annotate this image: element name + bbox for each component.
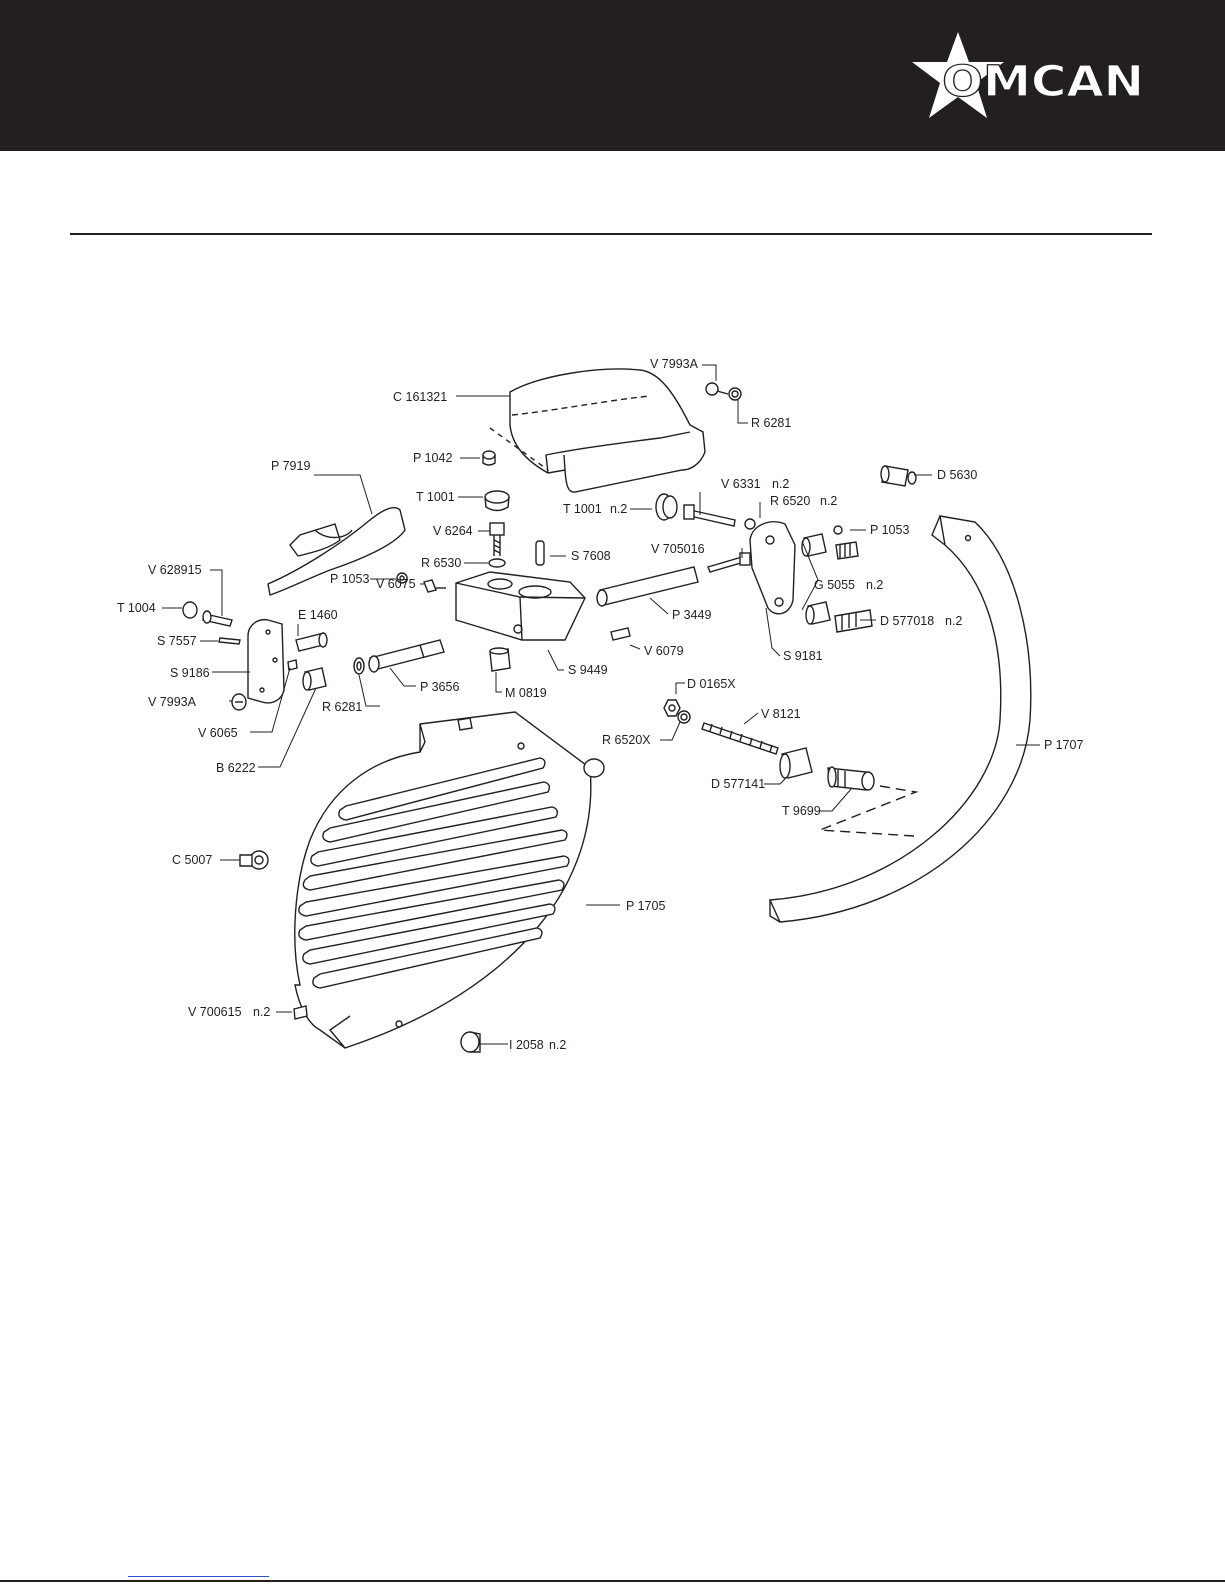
part-ring-r6281 [353, 657, 365, 675]
part-v6075 [423, 579, 446, 593]
footer-rule [0, 1580, 1225, 1582]
label-v6075: V 6075 [376, 577, 416, 591]
part-t9699 [819, 766, 919, 837]
footer-link-underline[interactable] [128, 1576, 269, 1577]
label-b6222: B 6222 [216, 761, 256, 775]
label-p1707: P 1707 [1044, 738, 1083, 752]
label-p1042: P 1042 [413, 451, 452, 465]
part-pin-s7608 [535, 540, 545, 566]
label-e1460: E 1460 [298, 608, 338, 622]
part-shaft-p3449 [596, 566, 699, 607]
label-s7608: S 7608 [571, 549, 611, 563]
part-screw-top-guard [457, 717, 605, 778]
label-v700615-qty: n.2 [253, 1005, 270, 1019]
part-cover [489, 368, 706, 493]
label-r6281-left: R 6281 [322, 700, 362, 714]
title-rule [70, 233, 1152, 235]
label-p3656: P 3656 [420, 680, 459, 694]
label-c161321: C 161321 [393, 390, 447, 404]
label-s9449: S 9449 [568, 663, 608, 677]
part-block-s9449 [455, 571, 586, 641]
label-m0819: M 0819 [505, 686, 547, 700]
label-t9699: T 9699 [782, 804, 821, 818]
label-r6281-top: R 6281 [751, 416, 791, 430]
logo-wordmark: OMCAN [942, 57, 1144, 107]
label-i2058: I 2058 [509, 1038, 544, 1052]
label-v6079: V 6079 [644, 644, 684, 658]
part-c5007 [239, 850, 269, 870]
part-d5630 [880, 465, 917, 487]
label-t1004: T 1004 [117, 601, 156, 615]
omcan-logo: OMCAN [912, 32, 1145, 118]
part-plate-s9186 [247, 618, 285, 704]
part-v705016 [707, 552, 751, 573]
part-handle-p7919 [267, 507, 406, 596]
part-knob-t1001 [484, 490, 510, 512]
label-d577018: D 577018 [880, 614, 934, 628]
label-v628915: V 628915 [148, 563, 202, 577]
part-v700615 [293, 1005, 308, 1020]
label-p3449: P 3449 [672, 608, 711, 622]
label-r6520x: R 6520X [602, 733, 651, 747]
label-g5055: G 5055 [814, 578, 855, 592]
label-s9181: S 9181 [783, 649, 823, 663]
part-shaft-p3656 [368, 639, 445, 673]
part-bolt-v6331 [655, 493, 756, 530]
label-d577141: D 577141 [711, 777, 765, 791]
label-v8121: V 8121 [761, 707, 801, 721]
label-g5055-qty: n.2 [866, 578, 883, 592]
label-t1001-center: T 1001 [416, 490, 455, 504]
label-p1053-left: P 1053 [330, 572, 369, 586]
label-v6331: V 6331 [721, 477, 761, 491]
part-rod-v8121 [701, 722, 779, 755]
guard-slots [298, 757, 570, 989]
part-plug-p1042 [482, 450, 496, 466]
label-v7993a-left: V 7993A [148, 695, 197, 709]
label-p7919: P 7919 [271, 459, 310, 473]
label-s9186: S 9186 [170, 666, 210, 680]
part-screw-washer-top [705, 382, 742, 401]
leader-lines [162, 364, 1040, 1045]
part-bolt-v6264 [489, 522, 505, 556]
part-screw-v7993a-left [231, 693, 247, 711]
header-bar: OMCAN [0, 0, 1225, 151]
label-v705016: V 705016 [651, 542, 705, 556]
label-v7993a-top: V 7993A [650, 357, 699, 371]
part-i2058 [460, 1031, 481, 1053]
part-plate-s9181 [749, 521, 796, 615]
label-p1705: P 1705 [626, 899, 665, 913]
part-guard-p1705 [294, 711, 592, 1049]
part-pin-s7557 [218, 637, 241, 645]
label-t1001-right-qty: n.2 [610, 502, 627, 516]
label-r6520-qty: n.2 [820, 494, 837, 508]
part-p1053-left [396, 572, 408, 584]
label-i2058-qty: n.2 [549, 1038, 566, 1052]
label-r6530: R 6530 [421, 556, 461, 570]
label-d0165x: D 0165X [687, 677, 736, 691]
part-d577141 [779, 747, 813, 779]
part-arch-p1707 [768, 515, 1032, 923]
part-v6079 [610, 627, 631, 641]
label-s7557: S 7557 [157, 634, 197, 648]
part-washer-r6530 [488, 558, 506, 568]
label-p1053-right: P 1053 [870, 523, 909, 537]
part-labels: V 7993A R 6281 C 161321 P 1042 D 5630 P … [117, 357, 1083, 1052]
part-m0819 [489, 647, 511, 672]
label-r6520: R 6520 [770, 494, 810, 508]
part-e1460 [295, 632, 328, 652]
label-t1001-right: T 1001 [563, 502, 602, 516]
logo-star [912, 32, 1004, 118]
label-v700615: V 700615 [188, 1005, 242, 1019]
label-v6264: V 6264 [433, 524, 473, 538]
label-c5007: C 5007 [172, 853, 212, 867]
part-nut-d0165x [663, 699, 691, 724]
part-b6222 [287, 659, 327, 691]
label-v6065: V 6065 [198, 726, 238, 740]
label-d5630: D 5630 [937, 468, 977, 482]
part-bushings-g5055 [801, 525, 873, 633]
label-d577018-qty: n.2 [945, 614, 962, 628]
label-v6331-qty: n.2 [772, 477, 789, 491]
part-t1004 [182, 601, 233, 627]
